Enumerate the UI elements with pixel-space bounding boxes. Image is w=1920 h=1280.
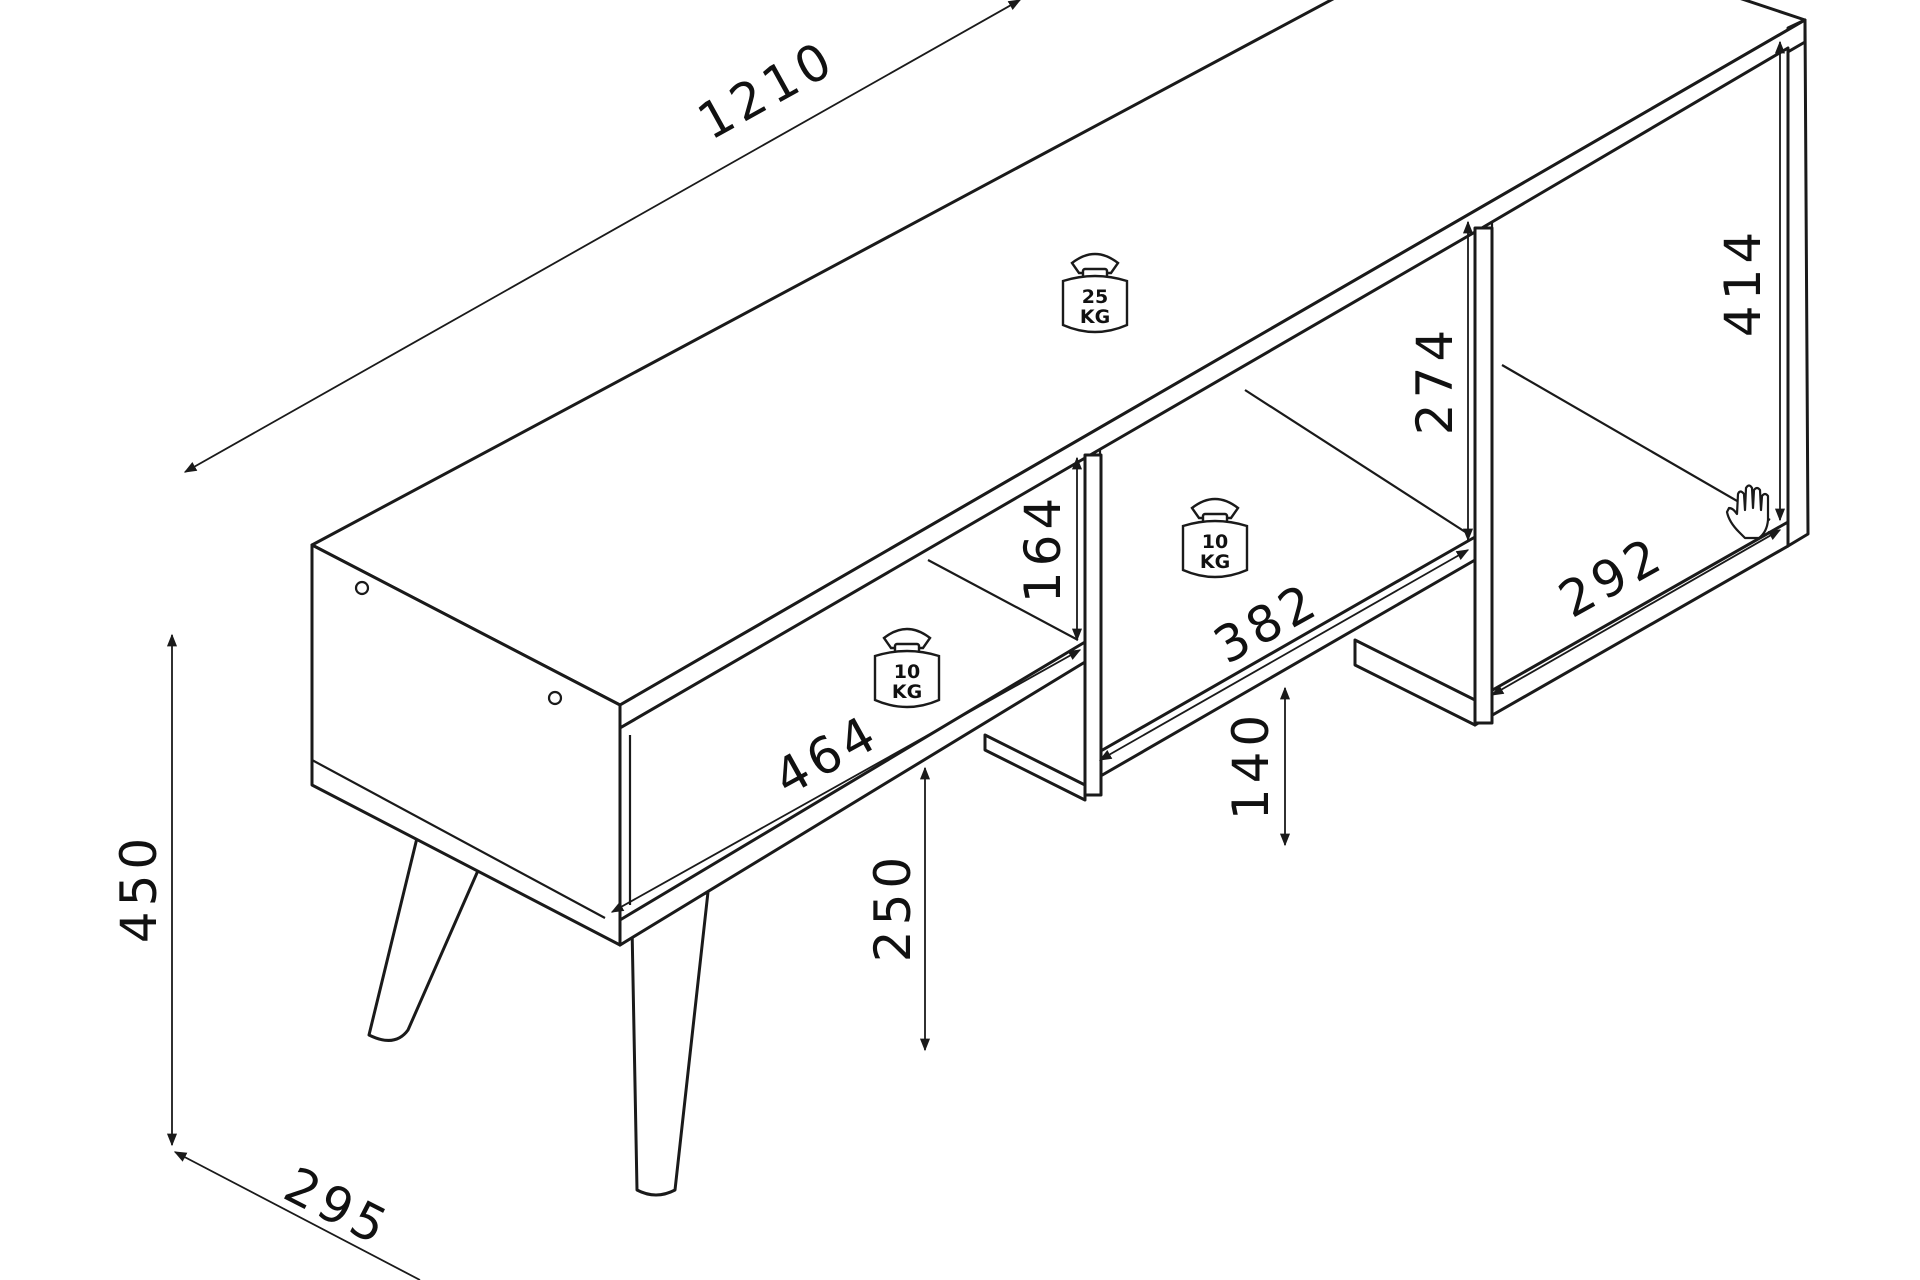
dim-line-382 xyxy=(1098,549,1470,761)
load-left-unit: KG xyxy=(892,681,922,703)
dim-line-292 xyxy=(1490,529,1782,696)
weight-icon xyxy=(1061,252,1129,334)
dim-line-1210 xyxy=(183,0,1022,473)
dim-line-295 xyxy=(173,1151,421,1280)
dim-line-464 xyxy=(610,649,1082,913)
weight-icon xyxy=(873,627,941,709)
center-drop-panel xyxy=(983,733,1087,802)
label-depth: 295 xyxy=(275,1156,400,1258)
dimension-lines xyxy=(166,0,1786,1280)
cam-lock-2 xyxy=(547,690,563,706)
tv-stand-body xyxy=(310,0,1810,947)
weight-top: 25 KG xyxy=(1061,252,1129,334)
label-left-opening-height: 164 xyxy=(1014,493,1072,603)
weight-left: 10 KG xyxy=(873,627,941,709)
label-left-ground-clearance: 250 xyxy=(864,852,922,962)
load-center-unit: KG xyxy=(1200,551,1230,573)
label-total-width: 1210 xyxy=(688,29,845,151)
label-right-opening-height: 414 xyxy=(1714,227,1772,337)
load-top-value: 25 xyxy=(1082,286,1108,308)
load-left-value: 10 xyxy=(894,661,920,683)
hand-cursor-icon xyxy=(1725,484,1770,540)
weight-center: 10 KG xyxy=(1181,497,1249,579)
load-center-value: 10 xyxy=(1202,531,1228,553)
load-top-unit: KG xyxy=(1080,306,1110,328)
back-left-leg xyxy=(367,836,482,1042)
weight-icon xyxy=(1181,497,1249,579)
label-center-opening-height: 274 xyxy=(1406,325,1464,435)
label-center-ground-clearance: 140 xyxy=(1222,710,1280,820)
front-leg xyxy=(630,890,710,1197)
right-end-panel xyxy=(1786,18,1810,548)
left-divider xyxy=(1083,453,1103,797)
legs xyxy=(367,836,710,1197)
label-total-height: 450 xyxy=(110,833,168,943)
right-divider xyxy=(1473,226,1494,725)
cam-lock-1 xyxy=(354,580,370,596)
